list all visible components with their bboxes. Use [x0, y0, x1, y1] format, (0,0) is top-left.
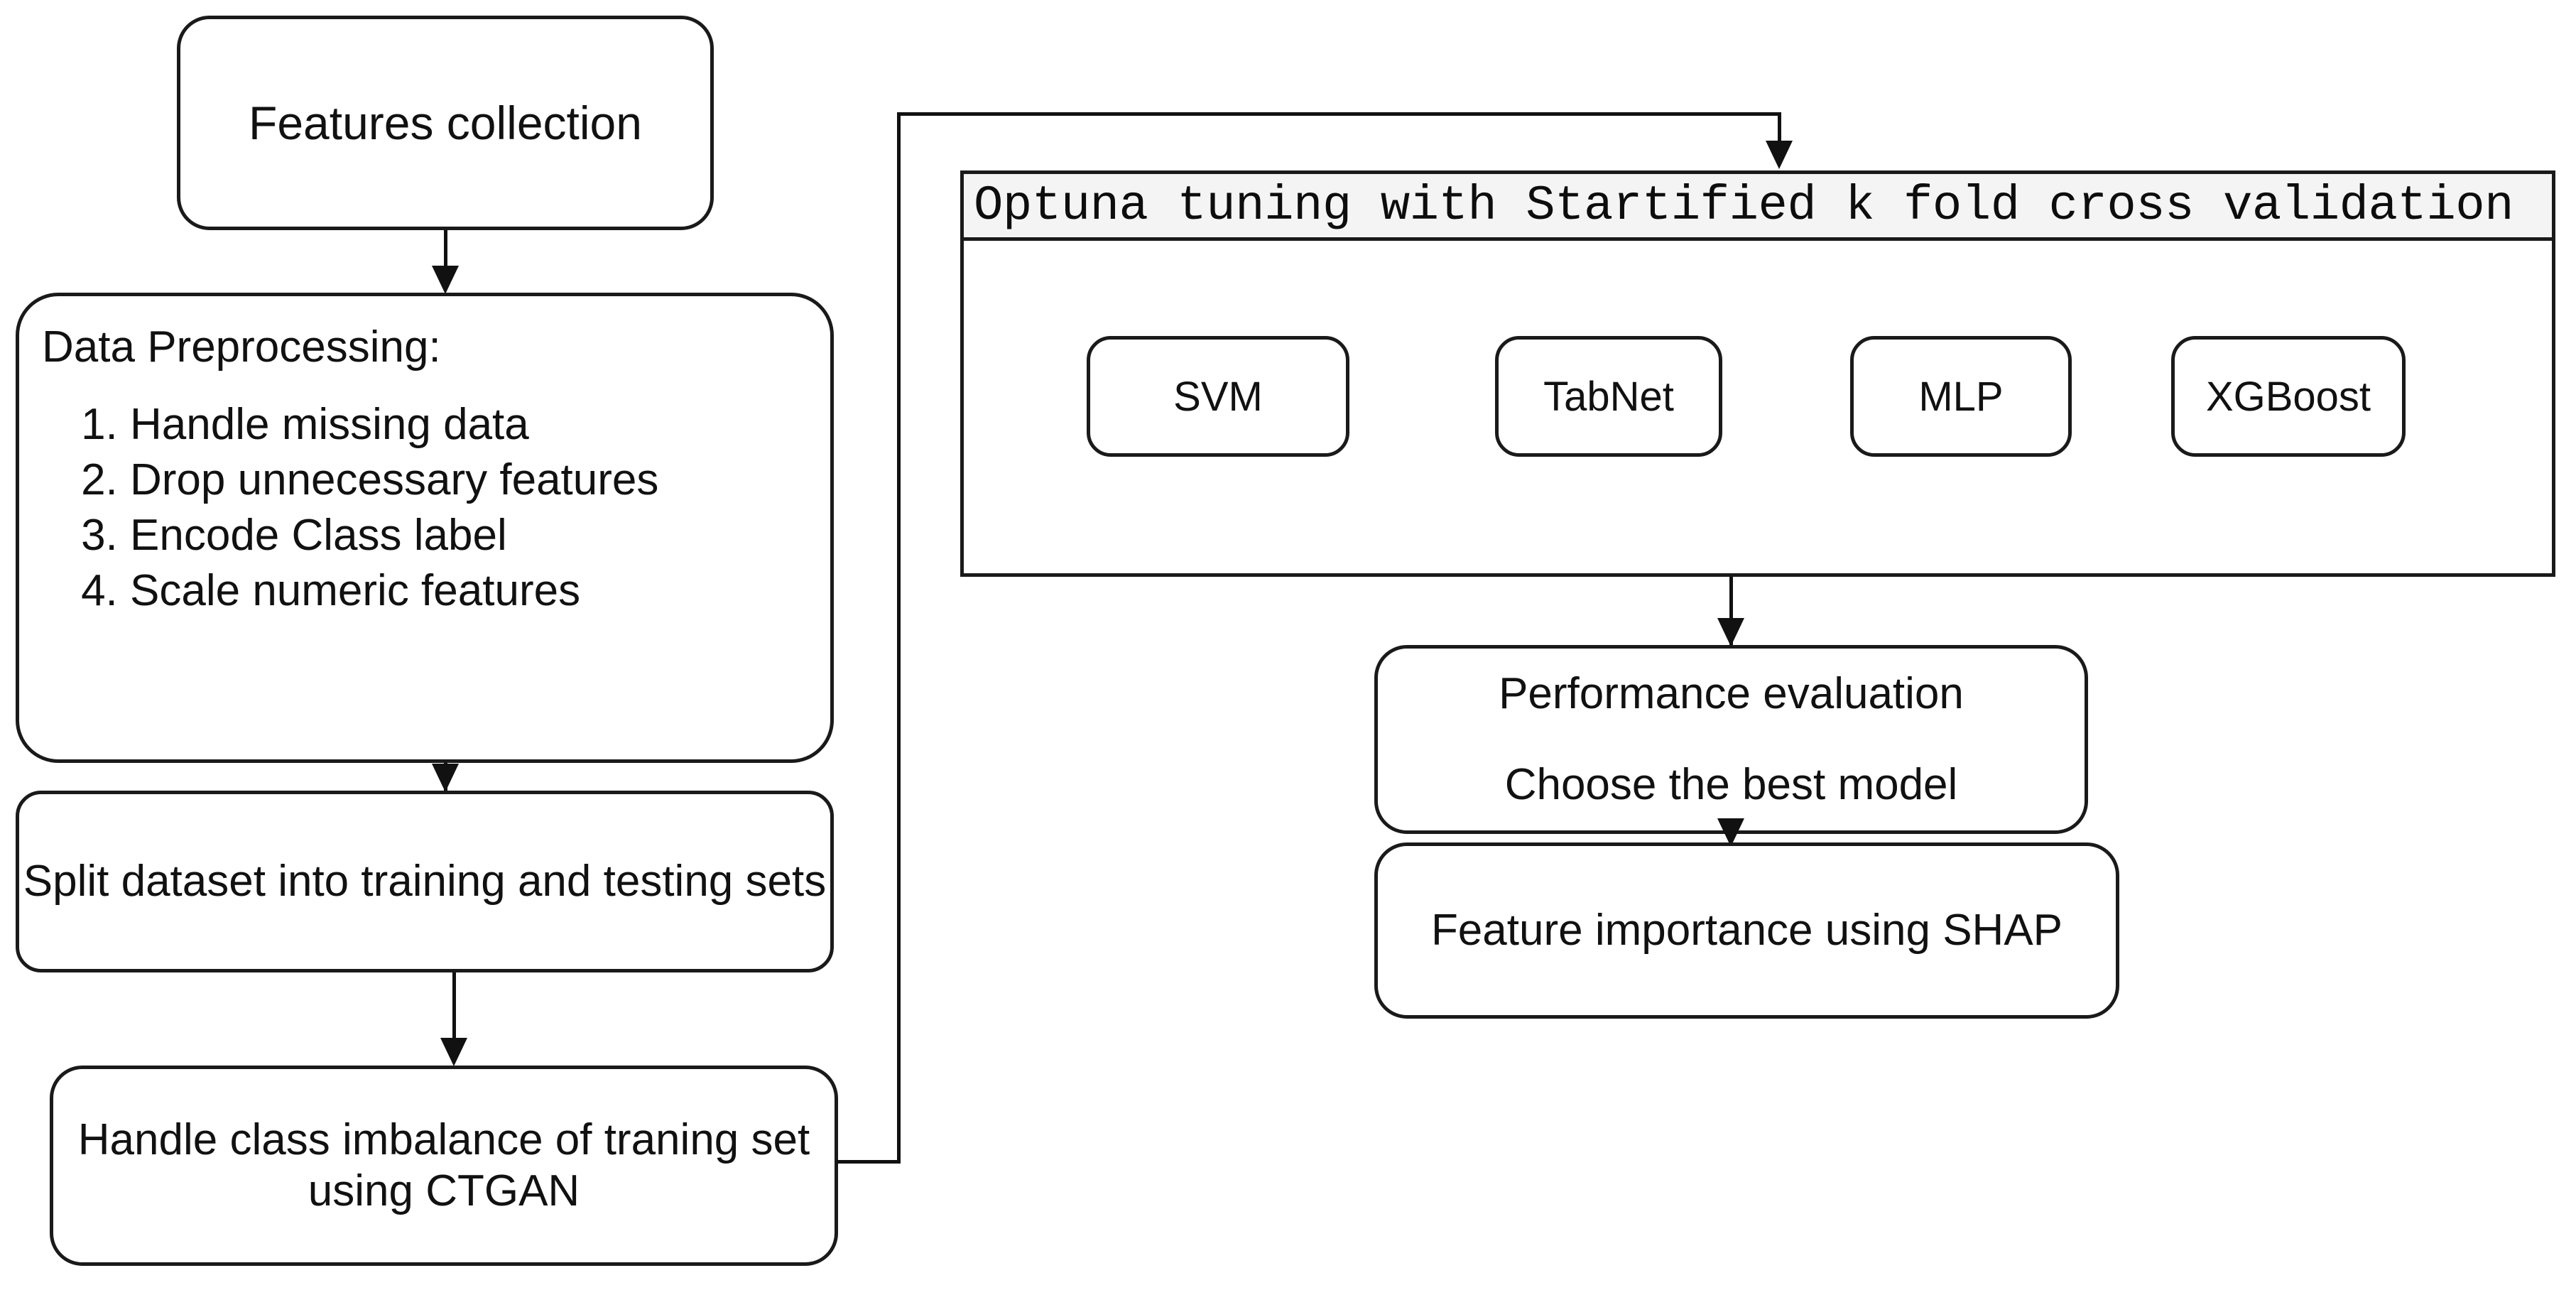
arrowhead-optuna-to-performance — [1717, 618, 1744, 646]
connector-ctgan-to-optuna-segment-down — [1778, 112, 1781, 145]
node-model-xgboost[interactable]: XGBoost — [2171, 336, 2406, 457]
data-preprocessing-step: Encode Class label — [130, 508, 658, 563]
connector-ctgan-to-optuna-segment-right — [837, 1160, 901, 1164]
node-handle-class-imbalance-label: Handle class imbalance of traning set us… — [77, 1115, 810, 1215]
connector-optuna-to-performance — [1729, 577, 1733, 648]
node-model-xgboost-label: XGBoost — [2205, 373, 2371, 420]
connector-split-to-ctgan — [452, 972, 456, 1046]
node-features-collection[interactable]: Features collection — [177, 16, 714, 230]
connector-ctgan-to-optuna-segment-across — [897, 112, 1781, 116]
node-performance-evaluation-line1: Performance evaluation — [1499, 669, 1964, 719]
arrowhead-features-to-preprocessing — [432, 266, 459, 294]
node-model-tabnet[interactable]: TabNet — [1495, 336, 1722, 457]
node-model-mlp-label: MLP — [1918, 373, 2004, 420]
data-preprocessing-heading: Data Preprocessing: — [42, 322, 441, 372]
optuna-title-bar: Optuna tuning with Startified k fold cro… — [964, 174, 2552, 241]
data-preprocessing-step: Drop unnecessary features — [130, 452, 658, 508]
connector-ctgan-to-optuna-segment-up — [897, 112, 901, 1162]
container-optuna-tuning[interactable]: Optuna tuning with Startified k fold cro… — [960, 170, 2555, 577]
data-preprocessing-step-list: Handle missing data Drop unnecessary fea… — [42, 397, 658, 619]
node-performance-evaluation-line2: Choose the best model — [1504, 760, 1958, 809]
data-preprocessing-step: Handle missing data — [130, 397, 658, 452]
node-split-dataset[interactable]: Split dataset into training and testing … — [16, 791, 834, 972]
optuna-title-label: Optuna tuning with Startified k fold cro… — [974, 178, 2514, 234]
arrowhead-preprocessing-to-split — [432, 764, 459, 792]
node-model-tabnet-label: TabNet — [1543, 373, 1674, 420]
node-model-mlp[interactable]: MLP — [1850, 336, 2072, 457]
node-feature-importance-shap-label: Feature importance using SHAP — [1430, 906, 2063, 955]
connector-features-to-preprocessing — [444, 230, 447, 270]
node-split-dataset-label: Split dataset into training and testing … — [23, 857, 827, 906]
data-preprocessing-step: Scale numeric features — [130, 563, 658, 619]
node-model-svm-label: SVM — [1173, 373, 1263, 420]
node-handle-class-imbalance[interactable]: Handle class imbalance of traning set us… — [50, 1066, 838, 1266]
node-performance-evaluation[interactable]: Performance evaluation Choose the best m… — [1374, 645, 2088, 834]
arrowhead-ctgan-to-optuna — [1766, 141, 1793, 169]
node-model-svm[interactable]: SVM — [1087, 336, 1349, 457]
node-feature-importance-shap[interactable]: Feature importance using SHAP — [1374, 842, 2119, 1019]
node-features-collection-label: Features collection — [249, 96, 642, 149]
arrowhead-split-to-ctgan — [440, 1038, 467, 1066]
arrowhead-performance-to-shap — [1717, 818, 1744, 847]
node-data-preprocessing[interactable]: Data Preprocessing: Handle missing data … — [16, 293, 834, 763]
